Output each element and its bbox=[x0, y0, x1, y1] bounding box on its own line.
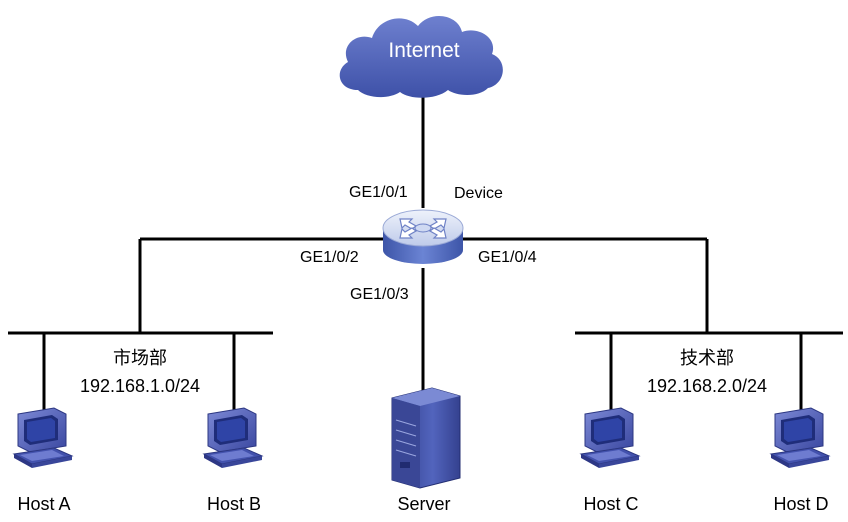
port-ge1-0-3: GE1/0/3 bbox=[350, 286, 409, 303]
pc-icon bbox=[580, 407, 640, 469]
internet-cloud: Internet bbox=[339, 15, 503, 98]
server: Server bbox=[391, 387, 461, 514]
pc-icon bbox=[203, 407, 263, 469]
port-ge1-0-4: GE1/0/4 bbox=[478, 249, 537, 266]
server-label: Server bbox=[397, 494, 450, 514]
segment-left: 市场部 192.168.1.0/24 bbox=[80, 348, 200, 396]
segment-right: 技术部 192.168.2.0/24 bbox=[647, 348, 767, 396]
device-label: Device bbox=[454, 185, 503, 202]
links bbox=[8, 88, 843, 412]
host-a: Host A bbox=[13, 407, 73, 514]
server-icon bbox=[391, 387, 461, 489]
pc-icon bbox=[13, 407, 73, 469]
cloud-label: Internet bbox=[388, 39, 459, 62]
segment-name: 市场部 bbox=[113, 348, 167, 369]
host-a-label: Host A bbox=[17, 494, 70, 514]
host-d: Host D bbox=[770, 407, 830, 514]
host-b: Host B bbox=[203, 407, 263, 514]
pc-icon bbox=[770, 407, 830, 469]
host-c: Host C bbox=[580, 407, 640, 514]
host-b-label: Host B bbox=[207, 494, 261, 514]
cloud-icon bbox=[339, 15, 503, 98]
core-device: Device bbox=[382, 185, 503, 264]
segment-subnet: 192.168.1.0/24 bbox=[80, 376, 200, 396]
port-ge1-0-1: GE1/0/1 bbox=[349, 184, 408, 201]
host-d-label: Host D bbox=[773, 494, 828, 514]
host-c-label: Host C bbox=[583, 494, 638, 514]
port-ge1-0-2: GE1/0/2 bbox=[300, 249, 359, 266]
port-labels: GE1/0/1 GE1/0/2 GE1/0/3 GE1/0/4 bbox=[300, 184, 537, 303]
segment-subnet: 192.168.2.0/24 bbox=[647, 376, 767, 396]
segment-name: 技术部 bbox=[680, 348, 734, 369]
switch-icon bbox=[382, 209, 464, 264]
